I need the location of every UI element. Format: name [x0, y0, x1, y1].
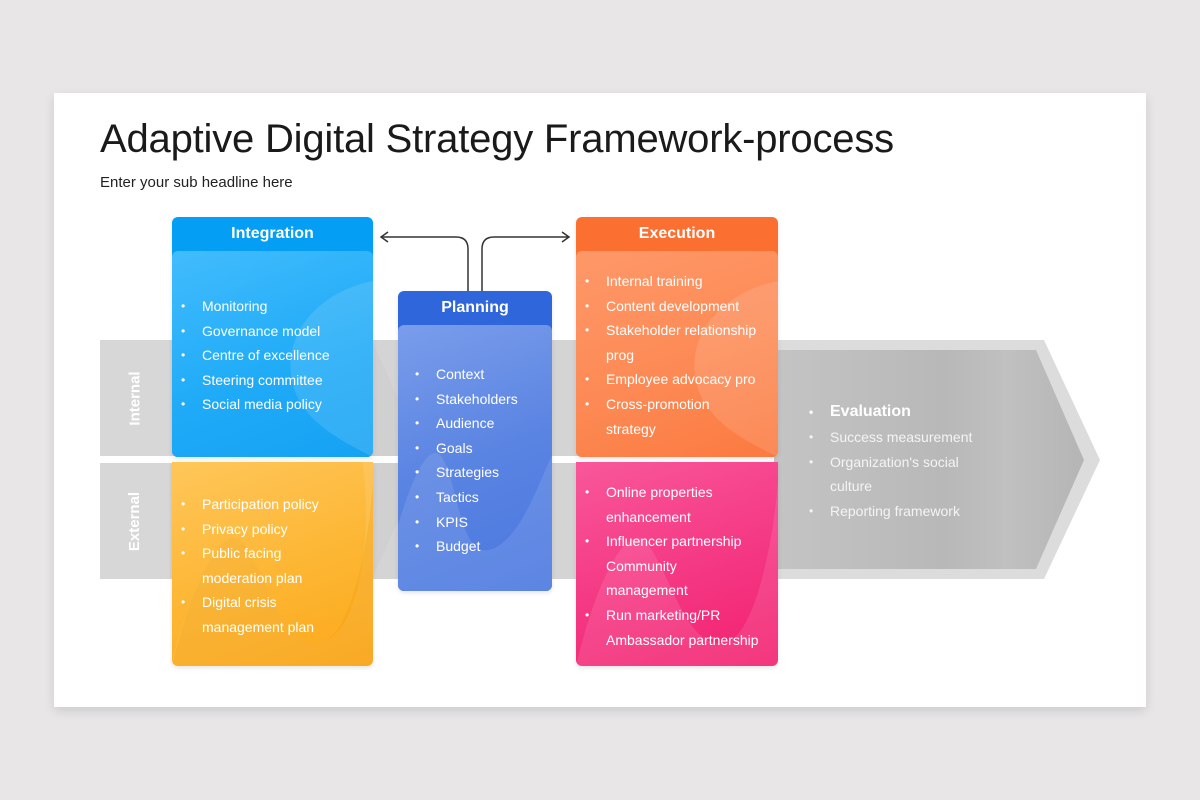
execution-external-card[interactable]: Online properties enhancement Influencer…: [576, 462, 778, 666]
slide-title: Adaptive Digital Strategy Framework-proc…: [100, 117, 894, 161]
slide-subtitle: Enter your sub headline here: [100, 174, 293, 191]
integration-list: Monitoring Governance model Centre of ex…: [172, 294, 330, 417]
integration-card[interactable]: Integration Monitoring Governance model …: [172, 217, 373, 457]
connector-left: [382, 236, 469, 291]
integration-external-card[interactable]: Participation policy Privacy policy Publ…: [172, 462, 373, 666]
planning-list: Context Stakeholders Audience Goals Stra…: [406, 362, 518, 559]
internal-label: Internal: [100, 340, 170, 456]
planning-title: Planning: [441, 299, 509, 316]
execution-card[interactable]: Execution Internal training Content deve…: [576, 217, 778, 457]
decor-swoosh: [172, 462, 373, 666]
execution-title: Execution: [638, 225, 716, 242]
slide: Adaptive Digital Strategy Framework-proc…: [54, 93, 1146, 707]
integration-title: Integration: [231, 225, 314, 242]
connector-right: [481, 236, 568, 291]
external-label: External: [100, 463, 170, 579]
integration-external-list: Participation policy Privacy policy Publ…: [172, 492, 319, 640]
planning-card[interactable]: Planning Context Stakeholders Audience G…: [398, 291, 552, 591]
execution-list: Internal training Content development St…: [576, 269, 756, 441]
evaluation-list: Evaluation Success measurement Organizat…: [806, 399, 972, 523]
execution-external-list: Online properties enhancement Influencer…: [576, 480, 759, 652]
evaluation-title: Evaluation: [806, 399, 972, 425]
